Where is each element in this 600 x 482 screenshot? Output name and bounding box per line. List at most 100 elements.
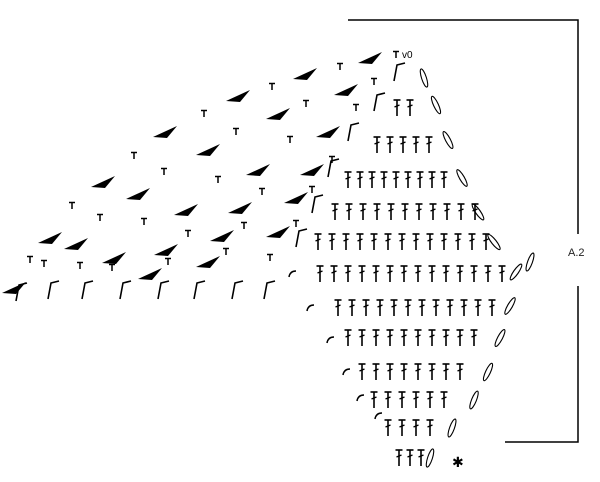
- double-stitch-symbol: [160, 167, 168, 176]
- chain-loop-symbol: [424, 447, 436, 469]
- filled-wedge-symbol: [153, 126, 177, 138]
- chain-loop-symbol: [440, 129, 456, 151]
- treble-stitch-symbol: [415, 171, 425, 189]
- treble-stitch-symbol: [385, 363, 395, 381]
- treble-stitch-symbol: [400, 203, 410, 221]
- treble-stitch-symbol: [333, 299, 343, 317]
- treble-stitch-symbol: [372, 203, 382, 221]
- treble-stitch-symbol: [411, 233, 421, 251]
- filled-wedge-symbol: [38, 232, 62, 244]
- treble-stitch-symbol: [315, 265, 325, 283]
- double-stitch-symbol: [96, 213, 104, 222]
- treble-stitch-symbol: [330, 203, 340, 221]
- double-stitch-symbol: [130, 151, 138, 160]
- filled-wedge-symbol: [293, 68, 317, 80]
- chain-loop-symbol: [454, 168, 470, 188]
- treble-stitch-symbol: [439, 391, 449, 409]
- treble-stitch-symbol: [385, 329, 395, 347]
- arc-symbol: [306, 304, 315, 312]
- treble-stitch-symbol: [403, 299, 413, 317]
- filled-wedge-symbol: [266, 226, 290, 238]
- treble-stitch-symbol: [399, 329, 409, 347]
- chain-loop-symbol: [429, 94, 443, 116]
- filled-wedge-symbol: [316, 126, 340, 138]
- double-stitch-symbol: [352, 103, 360, 112]
- chain-loop-symbol: [523, 251, 537, 273]
- double-stitch-symbol: [200, 109, 208, 118]
- treble-stitch-symbol: [391, 171, 401, 189]
- treble-stitch-symbol: [357, 265, 367, 283]
- treble-stitch-symbol: [405, 99, 415, 117]
- double-stitch-symbol: [108, 263, 116, 272]
- treble-stitch-symbol: [413, 363, 423, 381]
- filled-wedge-symbol: [126, 188, 150, 200]
- double-stitch-symbol: [302, 99, 310, 108]
- treble-stitch-symbol: [455, 363, 465, 381]
- filled-wedge-symbol: [174, 204, 198, 216]
- angle-bracket-symbol: [157, 280, 170, 300]
- treble-stitch-symbol: [392, 99, 402, 117]
- treble-stitch-symbol: [371, 363, 381, 381]
- filled-wedge-symbol: [358, 52, 382, 64]
- angle-bracket-symbol: [347, 122, 360, 142]
- filled-wedge-symbol: [246, 164, 270, 176]
- double-stitch-symbol: [370, 77, 378, 86]
- treble-stitch-symbol: [431, 299, 441, 317]
- angle-bracket-symbol: [311, 194, 324, 214]
- double-stitch-symbol: [68, 201, 76, 210]
- filled-wedge-symbol: [210, 230, 234, 242]
- treble-stitch-symbol: [383, 233, 393, 251]
- treble-stitch-symbol: [442, 203, 452, 221]
- double-stitch-symbol: [184, 229, 192, 238]
- treble-stitch-symbol: [441, 329, 451, 347]
- treble-stitch-symbol: [487, 299, 497, 317]
- treble-stitch-symbol: [497, 265, 507, 283]
- filled-wedge-symbol: [284, 192, 308, 204]
- treble-stitch-symbol: [397, 233, 407, 251]
- treble-stitch-symbol: [469, 329, 479, 347]
- arc-symbol: [288, 270, 297, 278]
- double-stitch-symbol: [308, 185, 316, 194]
- double-stitch-symbol: [76, 261, 84, 270]
- filled-wedge-symbol: [154, 244, 178, 256]
- treble-stitch-symbol: [371, 265, 381, 283]
- chain-loop-symbol: [502, 296, 518, 316]
- double-stitch-symbol: [164, 257, 172, 266]
- double-stitch-symbol: [214, 175, 222, 184]
- treble-stitch-symbol: [456, 203, 466, 221]
- stitch-grid: [2, 52, 537, 469]
- filled-wedge-symbol: [91, 176, 115, 188]
- arc-symbol: [342, 368, 351, 376]
- start-marker: ✱: [452, 455, 464, 471]
- treble-stitch-symbol: [455, 329, 465, 347]
- double-stitch-symbol: [140, 217, 148, 226]
- treble-stitch-symbol: [425, 391, 435, 409]
- treble-stitch-symbol: [386, 203, 396, 221]
- treble-stitch-symbol: [425, 419, 435, 437]
- treble-stitch-symbol: [441, 363, 451, 381]
- treble-stitch-symbol: [379, 171, 389, 189]
- arc-symbol: [326, 336, 335, 344]
- treble-stitch-symbol: [455, 265, 465, 283]
- treble-stitch-symbol: [428, 203, 438, 221]
- chain-loop-symbol: [481, 361, 495, 383]
- treble-stitch-symbol: [416, 449, 426, 467]
- treble-stitch-symbol: [385, 136, 395, 154]
- treble-stitch-symbol: [369, 233, 379, 251]
- treble-stitch-symbol: [329, 265, 339, 283]
- chain-loop-symbol: [418, 67, 430, 89]
- treble-stitch-symbol: [459, 299, 469, 317]
- double-stitch-symbol: [240, 221, 248, 230]
- chain-loop-symbol: [467, 389, 481, 411]
- chain-loop-symbol: [470, 202, 486, 222]
- treble-stitch-symbol: [427, 171, 437, 189]
- treble-stitch-symbol: [427, 363, 437, 381]
- angle-bracket-symbol: [263, 280, 276, 300]
- section-bracket: [348, 19, 579, 443]
- double-stitch-symbol: [268, 82, 276, 91]
- treble-stitch-symbol: [383, 391, 393, 409]
- treble-stitch-symbol: [341, 233, 351, 251]
- treble-stitch-symbol: [357, 329, 367, 347]
- double-stitch-symbol: [40, 259, 48, 268]
